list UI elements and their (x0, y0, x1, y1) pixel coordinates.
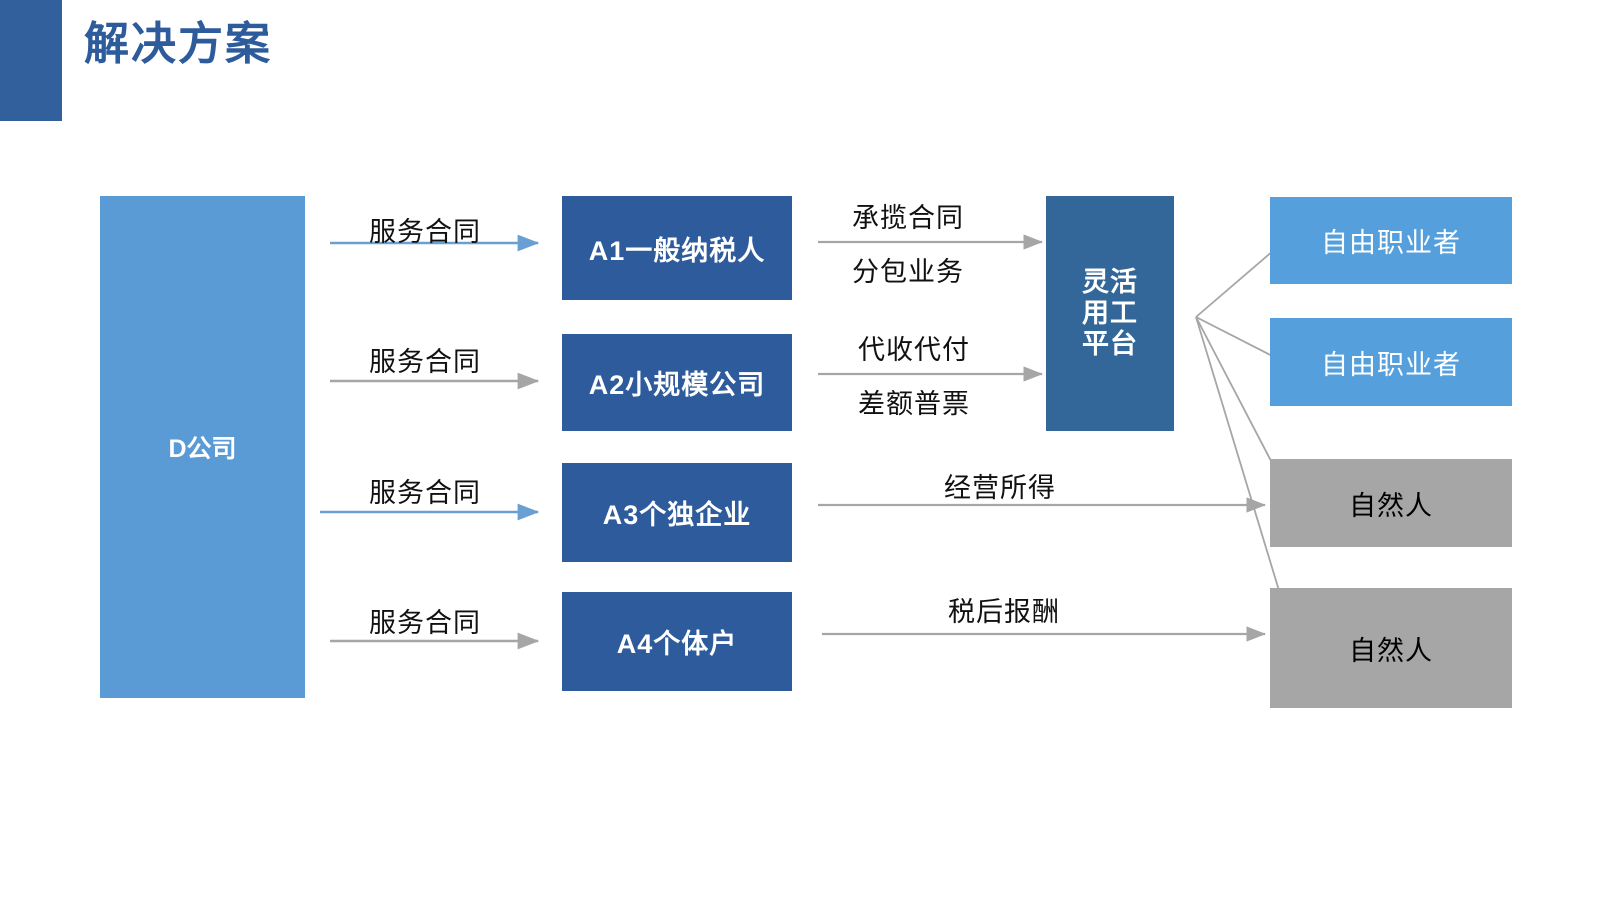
entity-box-a4[interactable]: A4个体户 (562, 592, 792, 691)
entity-box-a2[interactable]: A2小规模公司 (562, 334, 792, 431)
platform-label-line3: 平台 (1082, 329, 1138, 360)
edge-label-contracting-agreement: 承揽合同 (852, 203, 964, 233)
page-title: 解决方案 (84, 18, 273, 69)
edge-label-collection-payment: 代收代付 (858, 335, 970, 365)
edge-label-service-contract-4: 服务合同 (369, 608, 481, 638)
edge-label-service-contract-3: 服务合同 (369, 478, 481, 508)
edge-label-service-contract-1: 服务合同 (369, 217, 481, 247)
entity-box-a2-label: A2小规模公司 (588, 370, 766, 400)
entity-box-a1[interactable]: A1一般纳税人 (562, 196, 792, 300)
recipient-box-person-2[interactable]: 自然人 (1270, 588, 1512, 708)
recipient-box-person-1-label: 自然人 (1349, 490, 1433, 521)
recipient-box-freelancer-1[interactable]: 自由职业者 (1270, 197, 1512, 284)
recipient-box-freelancer-2-label: 自由职业者 (1321, 349, 1461, 380)
recipient-box-person-1[interactable]: 自然人 (1270, 459, 1512, 547)
entity-box-a4-label: A4个体户 (616, 629, 738, 659)
entity-box-a1-label: A1一般纳税人 (588, 235, 766, 266)
entity-box-a3-label: A3个独企业 (602, 500, 752, 530)
platform-label-line1: 灵活 (1082, 266, 1138, 297)
recipient-box-freelancer-2[interactable]: 自由职业者 (1270, 318, 1512, 406)
edge-label-service-contract-2: 服务合同 (369, 347, 481, 377)
platform-label-line2: 用工 (1082, 297, 1138, 328)
edge-label-after-tax-remuneration: 税后报酬 (948, 597, 1060, 627)
recipient-box-freelancer-1-label: 自由职业者 (1321, 228, 1461, 258)
edge-label-difference-invoice: 差额普票 (858, 389, 970, 419)
source-box-d-company[interactable]: D公司 (100, 196, 305, 698)
source-box-label: D公司 (168, 435, 237, 463)
title-accent-bar (0, 0, 62, 121)
edge-label-business-income: 经营所得 (944, 473, 1056, 503)
entity-box-a3[interactable]: A3个独企业 (562, 463, 792, 562)
edge-label-subcontracting-business: 分包业务 (852, 257, 964, 287)
platform-box[interactable]: 灵活 用工 平台 (1046, 196, 1174, 431)
recipient-box-person-2-label: 自然人 (1349, 635, 1433, 666)
